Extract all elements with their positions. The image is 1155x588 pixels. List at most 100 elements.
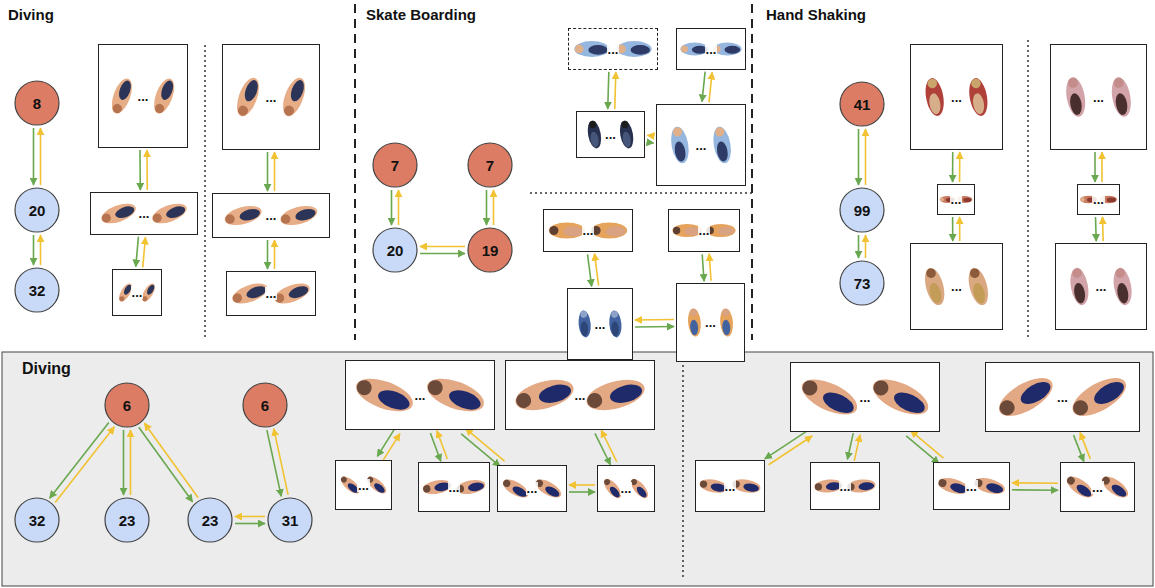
figure-part (238, 207, 261, 223)
message-arrow (274, 429, 288, 495)
figure-part (631, 45, 650, 55)
image-crop: ... (937, 184, 975, 215)
image-crop: ... (98, 44, 188, 148)
figure-body (1068, 266, 1091, 306)
image-crop: ... (335, 460, 392, 510)
figure-sketch (512, 374, 577, 415)
figure-head (925, 267, 937, 279)
figure-part (891, 388, 928, 417)
image-crop: ... (910, 44, 1003, 150)
figure-body (797, 372, 863, 422)
figure-head (549, 226, 558, 235)
figure-sketch (993, 370, 1058, 423)
message-arrow (709, 72, 712, 102)
circle-shape (243, 383, 287, 427)
figure-head (1115, 268, 1126, 279)
message-arrow (635, 319, 674, 321)
figure-part (563, 226, 583, 236)
image-crop: ... (226, 271, 316, 316)
figure-head (283, 104, 296, 117)
figure-head (340, 476, 348, 484)
figure-sketch (586, 120, 603, 150)
blue-node: 23 (104, 497, 150, 543)
dotted-separator (682, 360, 684, 580)
message-arrow (569, 484, 595, 486)
figure-body (549, 222, 585, 238)
message-arrow (139, 427, 193, 501)
figure-part (722, 319, 731, 335)
message-arrow (847, 433, 853, 459)
figure-part (608, 381, 644, 406)
figure-part (1073, 282, 1087, 304)
figure-body (423, 372, 488, 418)
figure-head (938, 478, 948, 488)
figure-head (426, 378, 445, 397)
node-number: 8 (33, 96, 41, 111)
ellipsis-mark: ... (607, 43, 620, 56)
figure-body (279, 75, 310, 119)
image-crop: ... (212, 193, 330, 238)
message-arrow (858, 235, 860, 258)
panel-ground (2, 352, 1153, 586)
message-arrow (858, 129, 860, 185)
figure-sketch (797, 372, 863, 422)
message-arrow (235, 516, 265, 518)
figure-head (575, 45, 584, 54)
figure-body (352, 372, 417, 418)
node-number: 99 (854, 203, 871, 218)
message-arrow (144, 423, 198, 497)
figure-part (165, 204, 187, 220)
figure-part (858, 482, 874, 491)
figure-part (971, 282, 987, 305)
ellipsis-mark: ... (965, 480, 978, 493)
image-crop: ... (1055, 243, 1147, 330)
ellipsis-mark: ... (604, 128, 617, 141)
figure-body (711, 125, 734, 164)
figure-part (159, 79, 176, 102)
message-arrow (437, 431, 447, 459)
figure-body (150, 76, 178, 116)
section-title: Skate Boarding (366, 6, 476, 23)
message-arrow (493, 190, 495, 225)
message-arrow (595, 433, 610, 464)
figure-head (580, 311, 587, 318)
blue-node: 23 (187, 497, 233, 543)
blue-node: 31 (267, 497, 313, 543)
figure-head (722, 309, 730, 317)
figure-part (287, 284, 310, 301)
message-arrow (274, 152, 276, 191)
ellipsis-mark: ... (1095, 280, 1108, 293)
message-arrow (136, 237, 139, 267)
circle-shape (468, 143, 512, 187)
figure-body (868, 372, 934, 422)
ellipsis-mark: ... (131, 286, 144, 299)
figure-sketch (921, 266, 948, 307)
message-arrow (420, 253, 465, 255)
figure-part (928, 92, 942, 115)
message-arrow (765, 430, 809, 459)
figure-body (921, 266, 948, 307)
message-arrow (267, 240, 269, 269)
figure-head (237, 104, 250, 117)
figure-sketch (1067, 370, 1132, 423)
figure-body (108, 76, 136, 116)
figure-body (150, 200, 189, 228)
message-arrow (130, 430, 132, 495)
figure-body (99, 200, 138, 228)
figure-body (272, 279, 312, 307)
message-arrow (383, 434, 400, 461)
message-arrow (1094, 152, 1096, 182)
figure-sketch (423, 372, 488, 418)
circle-shape (840, 82, 884, 126)
figure-part (589, 131, 599, 148)
message-arrow (123, 430, 125, 495)
message-arrow (420, 246, 465, 248)
red-node: 8 (14, 80, 60, 126)
message-arrow (702, 254, 704, 281)
message-arrow (1012, 482, 1058, 484)
figure-part (242, 78, 260, 103)
figure-sketch (965, 266, 992, 307)
figure-head (154, 103, 166, 115)
figure-head (699, 480, 707, 488)
